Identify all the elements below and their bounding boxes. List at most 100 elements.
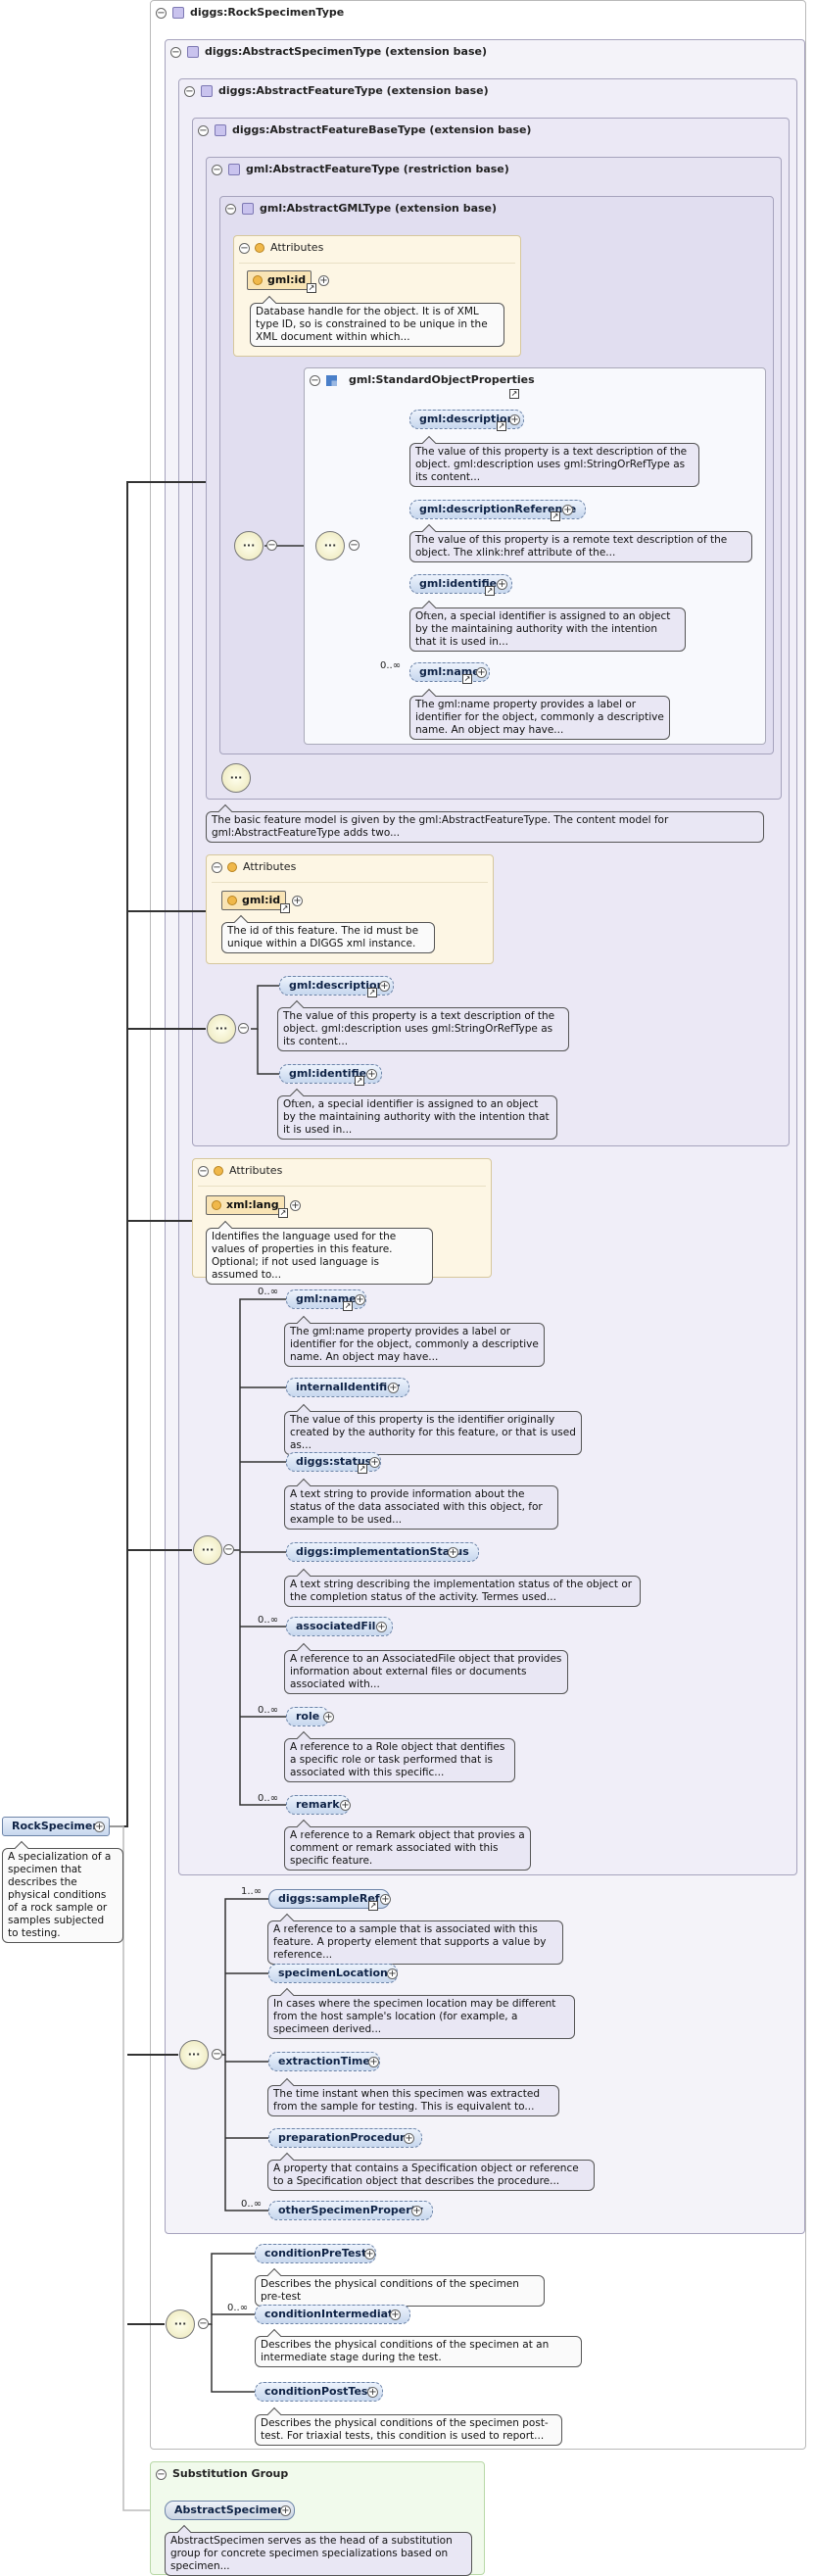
- element-description: The gml:name property provides a label o…: [284, 1323, 545, 1367]
- expand-icon[interactable]: +: [380, 1894, 391, 1905]
- element-remark[interactable]: remark: [286, 1795, 350, 1815]
- element-gml-description[interactable]: gml:description: [409, 410, 525, 429]
- element-abstract-specimen[interactable]: AbstractSpecimen: [165, 2501, 296, 2520]
- attribute-gml-id[interactable]: gml:id: [221, 891, 287, 910]
- expand-icon[interactable]: +: [404, 2133, 414, 2144]
- reference-arrow-icon[interactable]: ↗: [509, 389, 519, 399]
- sequence-icon[interactable]: ···: [179, 2040, 209, 2069]
- attribute-label: gml:id: [242, 894, 281, 906]
- element-diggs-implementation-status[interactable]: diggs:implementationStatus: [286, 1542, 479, 1562]
- element-other-specimen-property[interactable]: otherSpecimenProperty: [268, 2201, 434, 2220]
- reference-arrow-icon[interactable]: ↗: [462, 674, 472, 684]
- attributes-box: − Attributes gml:id ↗ + Database handle …: [233, 235, 521, 357]
- element-gml-name[interactable]: gml:name: [286, 1289, 366, 1309]
- collapse-toggle[interactable]: −: [238, 1023, 249, 1034]
- attribute-gml-id[interactable]: gml:id: [247, 270, 312, 290]
- collapse-toggle[interactable]: −: [212, 2049, 222, 2060]
- expand-icon[interactable]: +: [323, 1712, 334, 1723]
- collapse-toggle[interactable]: −: [310, 375, 320, 386]
- element-preparation-procedure[interactable]: preparationProcedure: [268, 2128, 422, 2148]
- element-condition-pre-test[interactable]: conditionPreTest: [255, 2244, 377, 2263]
- expand-icon[interactable]: +: [366, 1069, 377, 1080]
- root-element-rock-specimen[interactable]: RockSpecimen: [2, 1817, 111, 1836]
- collapse-toggle[interactable]: −: [349, 540, 360, 551]
- element-diggs-status[interactable]: diggs:status: [286, 1452, 382, 1472]
- expand-icon[interactable]: +: [364, 2249, 375, 2260]
- reference-arrow-icon[interactable]: ↗: [551, 511, 560, 521]
- attribute-label: xml:lang: [226, 1198, 279, 1211]
- reference-arrow-icon[interactable]: ↗: [497, 421, 506, 431]
- element-specimen-location[interactable]: specimenLocation: [268, 1964, 398, 1983]
- element-condition-post-test[interactable]: conditionPostTest: [255, 2382, 383, 2402]
- reference-arrow-icon[interactable]: ↗: [367, 988, 377, 997]
- sequence-icon[interactable]: ···: [193, 1535, 222, 1565]
- expand-icon[interactable]: +: [368, 2057, 379, 2067]
- expand-icon[interactable]: +: [376, 1622, 387, 1632]
- expand-icon[interactable]: +: [280, 2505, 291, 2516]
- expand-icon[interactable]: +: [509, 414, 520, 425]
- expand-icon[interactable]: +: [562, 505, 573, 515]
- expand-icon[interactable]: +: [476, 667, 487, 678]
- frame-title: gml:StandardObjectProperties: [349, 373, 535, 386]
- expand-icon[interactable]: +: [318, 275, 329, 286]
- sequence-icon[interactable]: ···: [234, 531, 264, 560]
- expand-icon[interactable]: +: [379, 981, 390, 992]
- collapse-toggle[interactable]: −: [184, 86, 195, 97]
- sequence-icon[interactable]: ···: [315, 531, 345, 560]
- collapse-toggle[interactable]: −: [198, 1166, 209, 1177]
- sequence-icon[interactable]: ···: [207, 1014, 236, 1044]
- reference-arrow-icon[interactable]: ↗: [343, 1301, 353, 1311]
- expand-icon[interactable]: +: [411, 2206, 422, 2216]
- element-description: A reference to a Role object that dentif…: [284, 1738, 515, 1782]
- expand-icon[interactable]: +: [390, 2309, 401, 2320]
- element-diggs-sample-ref[interactable]: diggs:sampleRef: [268, 1889, 390, 1909]
- element-condition-intermediate[interactable]: conditionIntermediate: [255, 2305, 410, 2324]
- collapse-toggle[interactable]: −: [156, 8, 167, 19]
- element-description: A reference to an AssociatedFile object …: [284, 1650, 568, 1694]
- reference-arrow-icon[interactable]: ↗: [485, 586, 495, 596]
- element-gml-description-reference[interactable]: gml:descriptionReference: [409, 500, 587, 519]
- reference-arrow-icon[interactable]: ↗: [280, 903, 290, 913]
- complex-type-icon: [242, 203, 254, 215]
- collapse-toggle[interactable]: −: [266, 540, 277, 551]
- attributes-box: − Attributes gml:id ↗ + The id of this f…: [206, 854, 494, 964]
- expand-icon[interactable]: +: [369, 1457, 380, 1468]
- element-gml-description[interactable]: gml:description: [279, 976, 395, 996]
- collapse-toggle[interactable]: −: [198, 2318, 209, 2329]
- element-role[interactable]: role: [286, 1707, 330, 1726]
- expand-icon[interactable]: +: [292, 896, 303, 906]
- complex-type-icon: [228, 164, 240, 175]
- attribute-icon: [214, 1166, 223, 1176]
- reference-arrow-icon[interactable]: ↗: [358, 1464, 367, 1474]
- element-associated-file[interactable]: associatedFile: [286, 1617, 393, 1636]
- expand-icon[interactable]: +: [448, 1547, 458, 1558]
- reference-arrow-icon[interactable]: ↗: [368, 1901, 378, 1911]
- sequence-icon[interactable]: ···: [221, 763, 251, 793]
- collapse-toggle[interactable]: −: [239, 243, 250, 254]
- element-internal-identifier[interactable]: internalIdentifier: [286, 1378, 410, 1397]
- expand-icon[interactable]: +: [387, 1968, 398, 1979]
- expand-icon[interactable]: +: [497, 579, 507, 590]
- collapse-toggle[interactable]: −: [212, 165, 222, 175]
- sequence-icon[interactable]: ···: [166, 2309, 195, 2339]
- collapse-toggle[interactable]: −: [212, 862, 222, 873]
- collapse-toggle[interactable]: −: [170, 47, 181, 58]
- reference-arrow-icon[interactable]: ↗: [307, 283, 316, 293]
- attribute-icon: [227, 896, 237, 905]
- reference-arrow-icon[interactable]: ↗: [355, 1076, 364, 1086]
- expand-icon[interactable]: +: [388, 1383, 399, 1393]
- collapse-toggle[interactable]: −: [156, 2469, 167, 2480]
- collapse-toggle[interactable]: −: [223, 1544, 234, 1555]
- collapse-toggle[interactable]: −: [198, 125, 209, 136]
- expand-icon[interactable]: +: [367, 2387, 378, 2398]
- attribute-xml-lang[interactable]: xml:lang: [206, 1195, 285, 1215]
- collapse-toggle[interactable]: −: [225, 204, 236, 215]
- element-description: In cases where the specimen location may…: [267, 1995, 575, 2039]
- expand-icon[interactable]: +: [355, 1294, 365, 1305]
- expand-icon[interactable]: +: [94, 1822, 105, 1832]
- expand-icon[interactable]: +: [340, 1800, 351, 1811]
- element-description: Describes the physical conditions of the…: [255, 2414, 562, 2446]
- expand-icon[interactable]: +: [290, 1200, 301, 1211]
- reference-arrow-icon[interactable]: ↗: [278, 1208, 288, 1218]
- element-extraction-time[interactable]: extractionTime: [268, 2052, 380, 2071]
